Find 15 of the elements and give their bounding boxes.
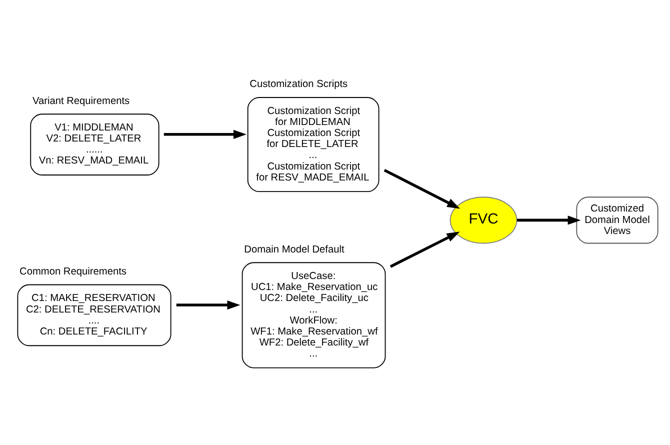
node-ellipse: FVC [450,196,518,244]
node-label: Customization Scripts [250,79,348,90]
arrow [176,300,240,310]
node-box: Customization Script for MIDDLEMAN Customization Script for DELETE_LATER ... Customization Script for RESV_MADE_EMAIL [247,97,380,192]
node-box: V1: MIDDLEMAN V2: DELETE_LATER ...... Vn: RESV_MAD_EMAIL [30,114,160,176]
node-box: UseCase: UC1: Make_Reservation_uc UC2: Delete_Facility_uc ... WorkFlow: WF1: Make_Reservation_wf WF2: Delete_Facility_wf ... [242,262,386,368]
node-label: Common Requirements [20,266,126,278]
arrow [390,232,460,268]
arrow [517,216,581,225]
node-box: C1: MAKE_RESERVATION C2: DELETE_RESERVATION .... Cn: DELETE_FACILITY [17,284,172,346]
node-box: Customized Domain Model Views [576,196,658,244]
node-label: Domain Model Default [244,244,344,256]
arrow [384,168,460,209]
arrow [164,130,246,139]
node-label: Variant Requirements [32,96,130,107]
